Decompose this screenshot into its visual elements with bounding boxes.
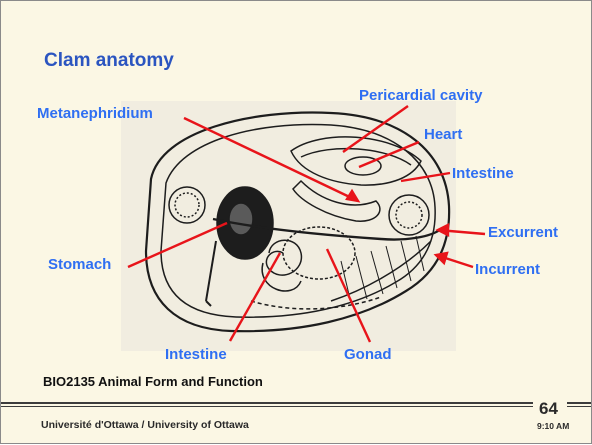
footer-university: Université d'Ottawa / University of Otta… [41, 419, 249, 431]
label-intestine-right: Intestine [452, 165, 514, 182]
footer-rule-right [567, 402, 591, 404]
course-title: BIO2135 Animal Form and Function [43, 374, 263, 389]
label-pericardial-cavity: Pericardial cavity [359, 87, 482, 104]
label-intestine-bottom: Intestine [165, 346, 227, 363]
page-number: 64 [539, 399, 558, 419]
slide-time: 9:10 AM [537, 421, 569, 431]
footer-rule-right-thin [567, 406, 591, 407]
illustration-background [121, 101, 456, 351]
label-excurrent: Excurrent [488, 224, 558, 241]
label-heart: Heart [424, 126, 462, 143]
label-stomach: Stomach [48, 256, 111, 273]
label-incurrent: Incurrent [475, 261, 540, 278]
footer-rule-thin [1, 406, 533, 407]
footer-rule [1, 402, 533, 404]
label-gonad: Gonad [344, 346, 392, 363]
label-metanephridium: Metanephridium [37, 105, 153, 122]
